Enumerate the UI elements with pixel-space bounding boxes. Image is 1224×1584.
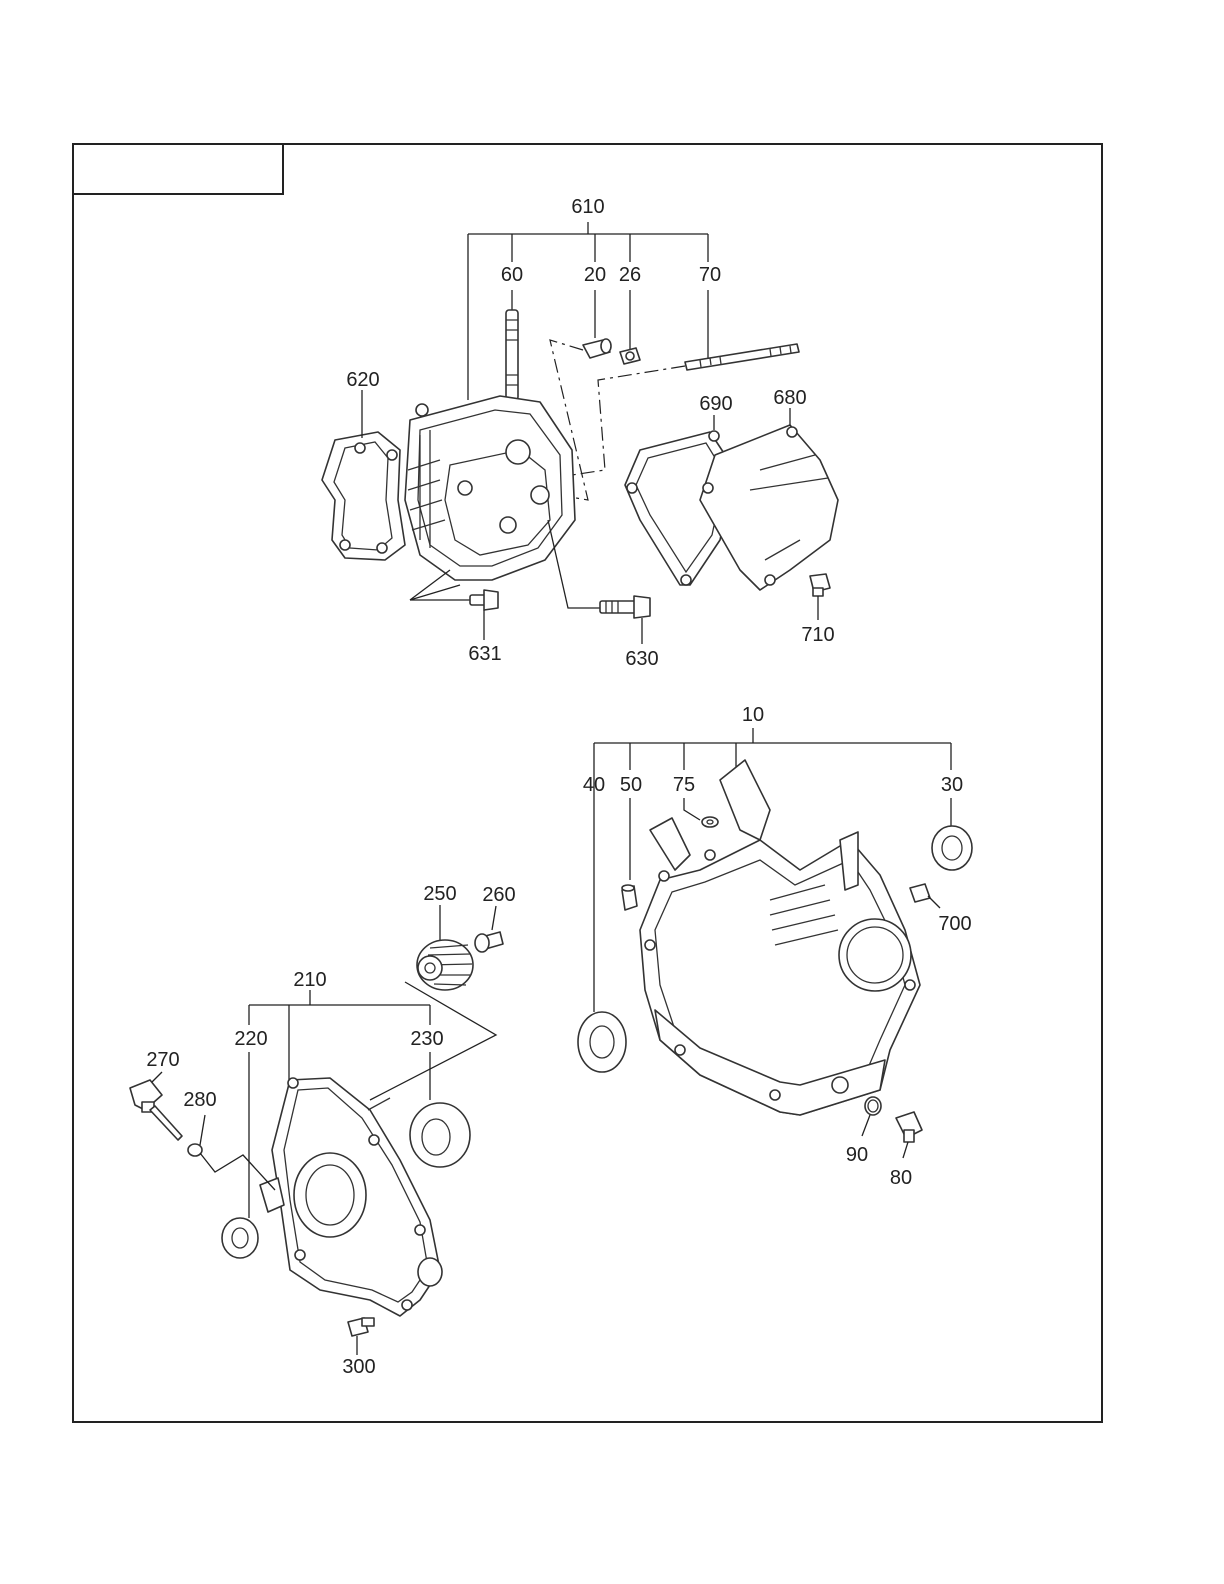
callout-26: 26	[619, 264, 641, 286]
governor-gear-part-250	[416, 939, 474, 991]
oil-seal-part-220	[221, 1217, 259, 1259]
drain-plug-part-80	[895, 1111, 923, 1143]
callout-labels: 610 60 20 26 70 620 690 680 631 630 710 …	[146, 196, 971, 1378]
callout-210: 210	[293, 969, 326, 991]
callout-230: 230	[410, 1028, 443, 1050]
dowel-pin-part-20	[582, 338, 612, 359]
crankcase-part-10	[639, 759, 921, 1116]
long-stud-part-70	[684, 343, 800, 371]
bolt-part-300	[347, 1317, 375, 1337]
callout-300: 300	[342, 1356, 375, 1378]
callout-90: 90	[846, 1144, 868, 1166]
callout-710: 710	[801, 624, 834, 646]
callout-690: 690	[699, 393, 732, 415]
callout-610: 610	[571, 196, 604, 218]
callout-10: 10	[742, 704, 764, 726]
shaft-part-260	[474, 931, 504, 953]
callout-280: 280	[183, 1089, 216, 1111]
callout-250: 250	[423, 883, 456, 905]
gasket-part-90	[864, 1096, 882, 1116]
o-ring-part-280	[187, 1143, 203, 1157]
callout-620: 620	[346, 369, 379, 391]
callout-30: 30	[941, 774, 963, 796]
side-cover-group	[129, 905, 504, 1355]
cylinder-head-gasket-part-620	[321, 431, 406, 561]
callout-20: 20	[584, 264, 606, 286]
side-cover-part-210	[259, 1077, 443, 1317]
callout-270: 270	[146, 1049, 179, 1071]
bolt-part-630	[599, 595, 651, 619]
bearing-part-230	[409, 1102, 471, 1168]
callout-680: 680	[773, 387, 806, 409]
callout-630: 630	[625, 648, 658, 670]
bolt-part-631	[469, 589, 499, 611]
dowel-pin-part-700	[909, 883, 931, 903]
callout-260: 260	[482, 884, 515, 906]
callout-700: 700	[938, 913, 971, 935]
dowel-pin-part-50	[621, 884, 638, 911]
cylinder-head-group	[321, 222, 839, 644]
oil-seal-part-40	[577, 1011, 627, 1073]
dipstick-part-270	[129, 1079, 183, 1141]
valve-cover-part-680	[699, 424, 839, 591]
diagram-frame	[72, 143, 1103, 1423]
cylinder-head-part-610	[404, 395, 576, 581]
callout-70: 70	[699, 264, 721, 286]
nut-part-26	[619, 347, 641, 365]
oil-seal-part-30	[931, 825, 973, 871]
callout-80: 80	[890, 1167, 912, 1189]
crankcase-group	[577, 728, 973, 1159]
o-ring-part-75	[701, 816, 719, 828]
title-box	[72, 143, 284, 195]
callout-50: 50	[620, 774, 642, 796]
callout-631: 631	[468, 643, 501, 665]
callout-60: 60	[501, 264, 523, 286]
callout-75: 75	[673, 774, 695, 796]
callout-220: 220	[234, 1028, 267, 1050]
cover-gasket-part-690	[624, 430, 736, 586]
stud-bolt-part-60	[505, 309, 519, 401]
bolt-part-710	[809, 573, 831, 597]
callout-40: 40	[583, 774, 605, 796]
